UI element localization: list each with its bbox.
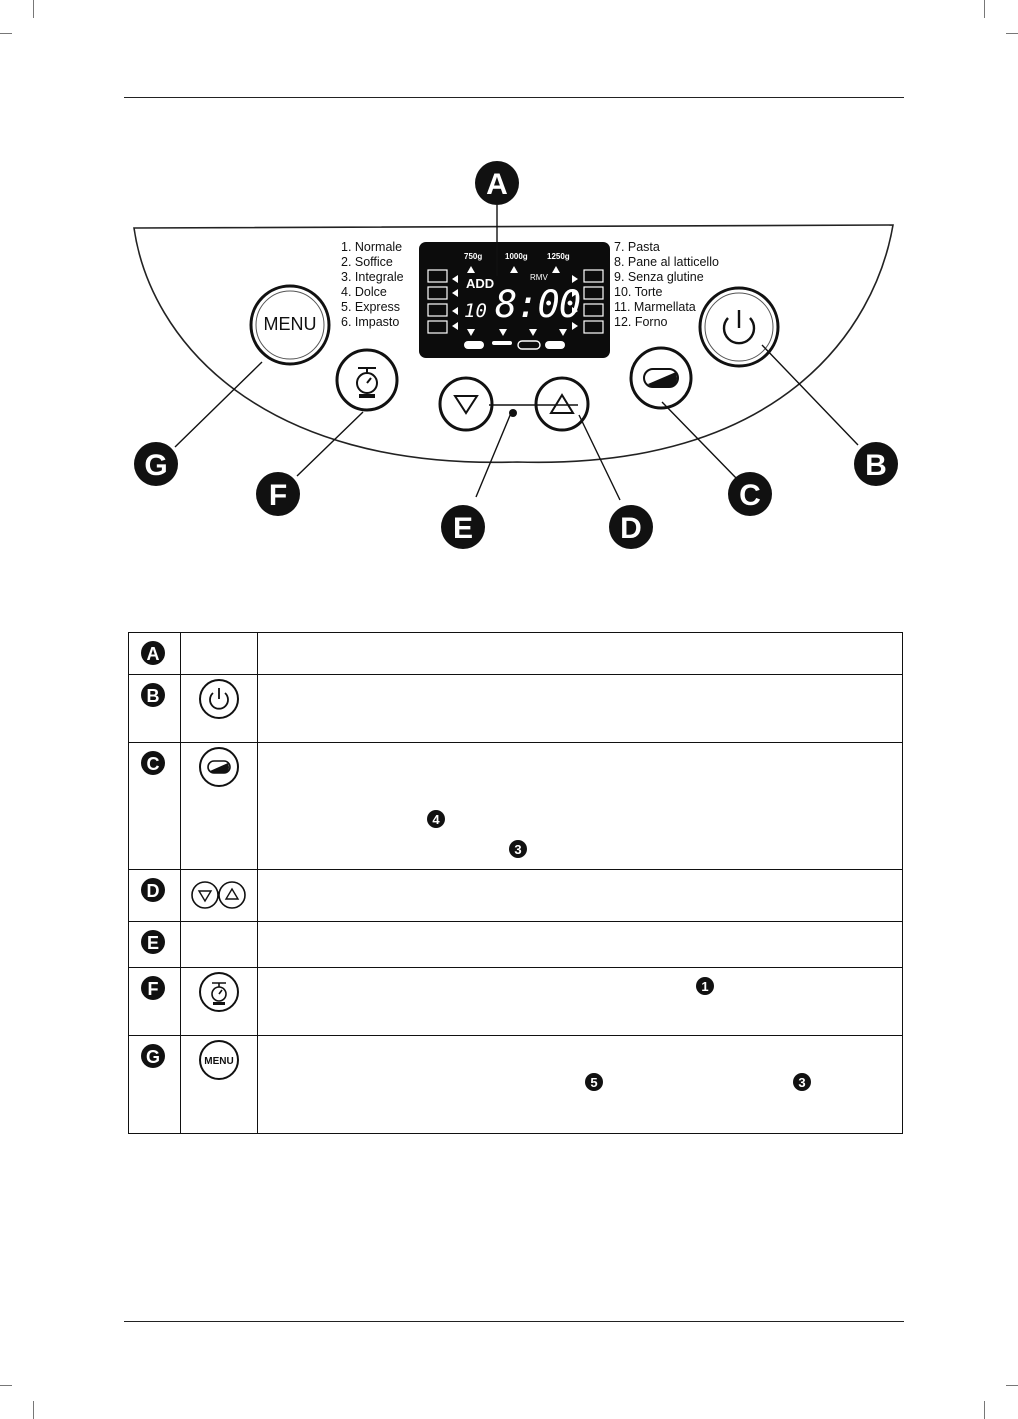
crop-mark — [1006, 1385, 1018, 1386]
program-list-right: 7. Pasta 8. Pane al latticello 9. Senza … — [614, 240, 719, 330]
ref-badge-5: 5 — [590, 1075, 597, 1090]
crop-mark — [984, 0, 985, 18]
weight-button — [335, 348, 399, 412]
weight-1000: 1000g — [505, 252, 528, 261]
legend-letter-B: B — [147, 686, 160, 706]
program-item: 4. Dolce — [341, 285, 387, 299]
crop-mark — [0, 33, 12, 34]
callout-C: C — [739, 479, 761, 512]
legend-table: A B C 4 3 D E — [128, 632, 903, 1134]
callout-badges — [134, 161, 898, 549]
legend-desc-B — [257, 674, 903, 743]
legend-letter-C: C — [147, 754, 160, 774]
callout-A: A — [486, 168, 508, 201]
legend-letter-G: G — [146, 1047, 160, 1067]
callout-D: D — [620, 512, 642, 545]
menu-button-label[interactable]: MENU — [263, 314, 317, 334]
time-display: 8:00 — [495, 283, 581, 326]
callout-G: G — [144, 449, 167, 482]
legend-desc-C: 4 3 — [257, 742, 903, 870]
legend-desc-G: 5 3 — [257, 1035, 903, 1134]
legend-desc-A — [257, 632, 903, 675]
down-arrow-icon — [453, 395, 479, 415]
program-number: 10 — [464, 300, 487, 322]
lcd-side-icons — [427, 269, 604, 334]
crop-mark — [1006, 33, 1018, 34]
program-list-left: 1. Normale 2. Soffice 3. Integrale 4. Do… — [341, 240, 404, 330]
legend-row-A: A — [128, 632, 903, 675]
legend-row-B: B — [128, 674, 903, 743]
crop-mark — [33, 0, 34, 18]
header-rule — [124, 97, 904, 98]
weight-1250: 1250g — [547, 252, 570, 261]
crop-mark — [984, 1401, 985, 1419]
power-icon — [722, 310, 756, 345]
program-item: 1. Normale — [341, 240, 403, 254]
legend-row-D: D — [128, 869, 903, 922]
crust-color-icon — [199, 747, 239, 787]
callout-letters: A B C D E F G — [144, 168, 887, 545]
program-item: 9. Senza glutine — [614, 270, 704, 284]
menu-icon-label: MENU — [204, 1056, 233, 1067]
program-item: 5. Express — [341, 300, 401, 314]
legend-letter-F: F — [148, 979, 159, 999]
power-icon — [199, 679, 239, 719]
callout-B: B — [865, 449, 887, 482]
legend-desc-E — [257, 921, 903, 968]
rmv-indicator: RMV — [530, 273, 548, 282]
ref-badge-3: 3 — [798, 1075, 805, 1090]
program-item: 3. Integrale — [341, 270, 404, 284]
program-item: 6. Impasto — [341, 315, 400, 329]
up-button — [534, 376, 590, 432]
program-item: 11. Marmellata — [614, 300, 696, 314]
legend-desc-F: 1 — [257, 967, 903, 1036]
program-item: 2. Soffice — [341, 255, 393, 269]
weight-750: 750g — [464, 252, 483, 261]
legend-letter-D: D — [147, 881, 160, 901]
lcd-status-pills — [464, 340, 565, 350]
legend-row-G: G MENU 5 3 — [128, 1035, 903, 1134]
lcd-arrows — [452, 266, 578, 336]
ref-badge-1: 1 — [701, 979, 708, 994]
menu-icon: MENU — [199, 1040, 239, 1080]
legend-row-C: C 4 3 — [128, 742, 903, 870]
legend-desc-D — [257, 869, 903, 922]
program-item: 7. Pasta — [614, 240, 660, 254]
up-arrow-icon — [549, 393, 575, 414]
control-panel-diagram: A B C D E F G — [133, 161, 898, 549]
legend-row-E: E — [128, 921, 903, 968]
add-indicator: ADD — [466, 276, 495, 291]
down-button — [438, 376, 494, 432]
up-down-arrows-icon — [191, 881, 246, 909]
scale-icon — [199, 972, 239, 1012]
crop-mark — [0, 1385, 12, 1386]
ref-badge-3: 3 — [514, 842, 521, 857]
scale-icon — [356, 367, 378, 394]
legend-letter-A: A — [147, 644, 160, 664]
program-item: 10. Torte — [614, 285, 663, 299]
footer-rule — [124, 1321, 904, 1322]
menu-button-outer — [249, 284, 331, 366]
leader-lines — [174, 205, 859, 501]
legend-letter-E: E — [147, 933, 159, 953]
program-item: 12. Forno — [614, 315, 668, 329]
legend-row-F: F 1 — [128, 967, 903, 1036]
program-item: 8. Pane al latticello — [614, 255, 719, 269]
ref-badge-4: 4 — [432, 812, 440, 827]
crop-mark — [33, 1401, 34, 1419]
callout-E: E — [453, 512, 473, 545]
callout-F: F — [269, 479, 287, 512]
